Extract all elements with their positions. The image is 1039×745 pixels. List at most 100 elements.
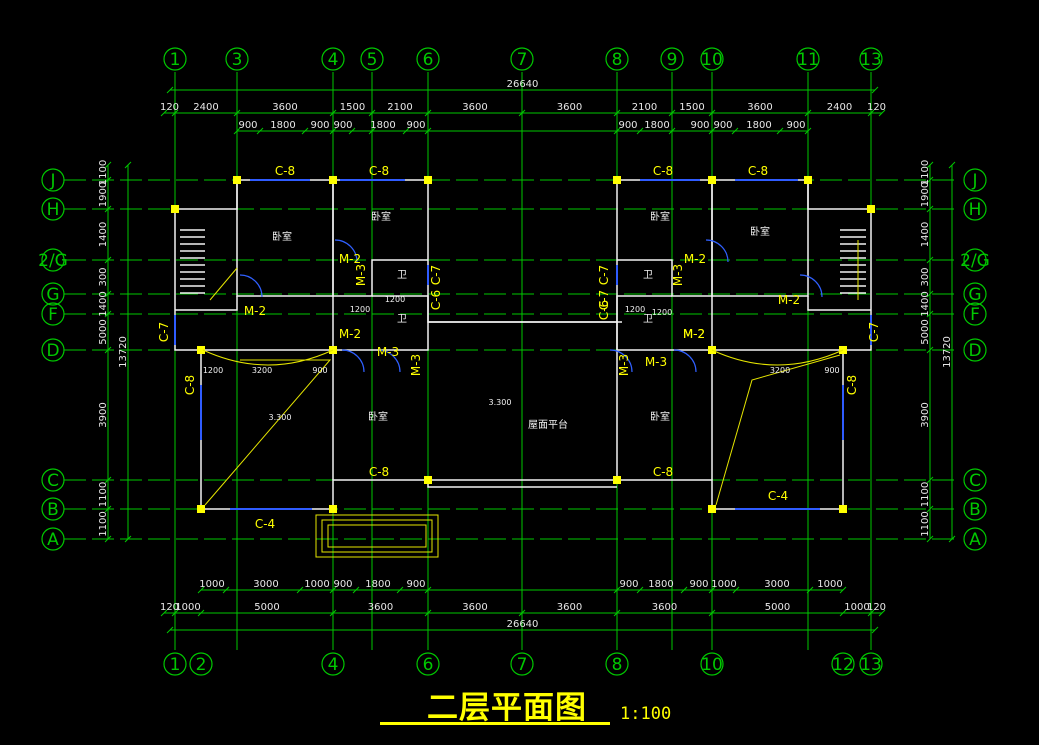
- axis-bubble: [963, 468, 987, 492]
- left-chain-label: 1100: [98, 482, 109, 507]
- door-swing: [799, 274, 823, 298]
- bottom-chain-label: 3600: [462, 602, 487, 613]
- axis-label-bottom: 6: [423, 655, 434, 675]
- right-total-label: 13720: [942, 336, 953, 368]
- bottom-detail-tick: [352, 586, 360, 594]
- bottom-detail-tick: [680, 586, 688, 594]
- top-detail-tick: [708, 127, 716, 135]
- room-label-wc: 卫: [397, 314, 407, 325]
- window-label: C-7: [867, 322, 881, 342]
- structural-column: [708, 176, 716, 184]
- window-label: C-8: [183, 375, 197, 395]
- bottom-detail-label: 1800: [648, 579, 673, 590]
- bottom-detail-label: 3000: [764, 579, 789, 590]
- room-label-bedroom: 卧室: [750, 225, 770, 238]
- top-detail-label: 900: [618, 120, 637, 131]
- room-label-terrace: 屋面平台: [528, 418, 568, 431]
- axis-label-bottom: 1: [170, 655, 181, 675]
- top-chain-tick: [613, 109, 621, 117]
- axis-label-bottom: 7: [517, 655, 528, 675]
- small-dimension: 900: [312, 366, 327, 375]
- bottom-chain-label: 3600: [652, 602, 677, 613]
- overall-top-tick: [166, 86, 174, 94]
- door-swing: [705, 239, 729, 263]
- right-chain-tick: [926, 346, 934, 354]
- axis-label-top: 13: [860, 50, 882, 70]
- bottom-detail-tick: [839, 586, 847, 594]
- small-dimension: 1200: [350, 305, 370, 314]
- top-detail-tick: [402, 127, 410, 135]
- structural-column: [613, 176, 621, 184]
- axis-label-top: 7: [517, 50, 528, 70]
- axis-bubble: [41, 302, 65, 326]
- right-chain-tick: [926, 535, 934, 543]
- axis-label-top: 11: [797, 50, 819, 70]
- bottom-chain-label: 3600: [557, 602, 582, 613]
- bottom-chain-tick: [708, 609, 716, 617]
- bottom-detail-tick: [708, 586, 716, 594]
- right-chain-tick: [926, 310, 934, 318]
- left-chain-tick: [104, 161, 112, 169]
- axis-label-top: 3: [232, 50, 243, 70]
- right-chain-tick: [926, 205, 934, 213]
- room-label-bedroom: 卧室: [650, 410, 670, 423]
- wall-segment: [807, 296, 871, 311]
- top-detail-tick: [329, 127, 337, 135]
- bottom-chain-label: 120: [867, 602, 886, 613]
- axis-bubble: [700, 652, 724, 676]
- axis-label-left: D: [46, 341, 59, 361]
- axis-label-right: 2/G: [960, 251, 990, 271]
- room-label-bedroom: 卧室: [368, 410, 388, 423]
- right-total-tick: [948, 535, 956, 543]
- top-chain-tick: [368, 109, 376, 117]
- left-total-label: 13720: [118, 336, 129, 368]
- bottom-chain-tick: [867, 609, 875, 617]
- left-chain-tick: [104, 476, 112, 484]
- window-label: C-8: [845, 375, 859, 395]
- axis-bubble: [660, 47, 684, 71]
- bottom-chain-tick: [613, 609, 621, 617]
- axis-bubble: [510, 47, 534, 71]
- top-chain-label: 1500: [340, 102, 365, 113]
- top-detail-tick: [636, 127, 644, 135]
- bottom-chain-tick: [878, 609, 886, 617]
- bottom-chain-tick: [160, 609, 168, 617]
- window-label: C-7: [429, 265, 443, 285]
- top-detail-label: 900: [713, 120, 732, 131]
- wall-segment: [616, 179, 871, 322]
- axis-bubble: [41, 527, 65, 551]
- top-detail-tick: [233, 127, 241, 135]
- wall-segment: [332, 295, 429, 480]
- top-detail-label: 900: [238, 120, 257, 131]
- bottom-detail-label: 1800: [365, 579, 390, 590]
- axis-bubble: [796, 47, 820, 71]
- bottom-detail-label: 900: [406, 579, 425, 590]
- door-label: M-3: [409, 354, 423, 376]
- right-chain-label: 300: [920, 267, 931, 286]
- bottom-detail-tick: [222, 586, 230, 594]
- entry-step: [327, 524, 427, 548]
- axis-bubble: [41, 497, 65, 521]
- balcony-arc: [202, 349, 334, 366]
- structural-column: [197, 505, 205, 513]
- window-label: C-8: [369, 465, 389, 479]
- axis-label-right: B: [969, 500, 981, 520]
- bottom-detail-tick: [296, 586, 304, 594]
- axis-label-left: G: [46, 285, 59, 305]
- wall-segment: [332, 180, 428, 297]
- right-chain-label: 1400: [920, 222, 931, 247]
- bottom-chain-tick: [329, 609, 337, 617]
- small-dimension: 900: [824, 366, 839, 375]
- left-chain-label: 300: [98, 267, 109, 286]
- top-detail-label: 1800: [746, 120, 771, 131]
- left-chain-label: 3900: [98, 402, 109, 427]
- left-total-tick: [124, 161, 132, 169]
- axis-bubble: [605, 652, 629, 676]
- door-label: M-2: [778, 293, 800, 307]
- small-dimension: 1200: [652, 308, 672, 317]
- left-chain-tick: [104, 256, 112, 264]
- door-swing: [377, 349, 401, 373]
- axis-label-top: 8: [612, 50, 623, 70]
